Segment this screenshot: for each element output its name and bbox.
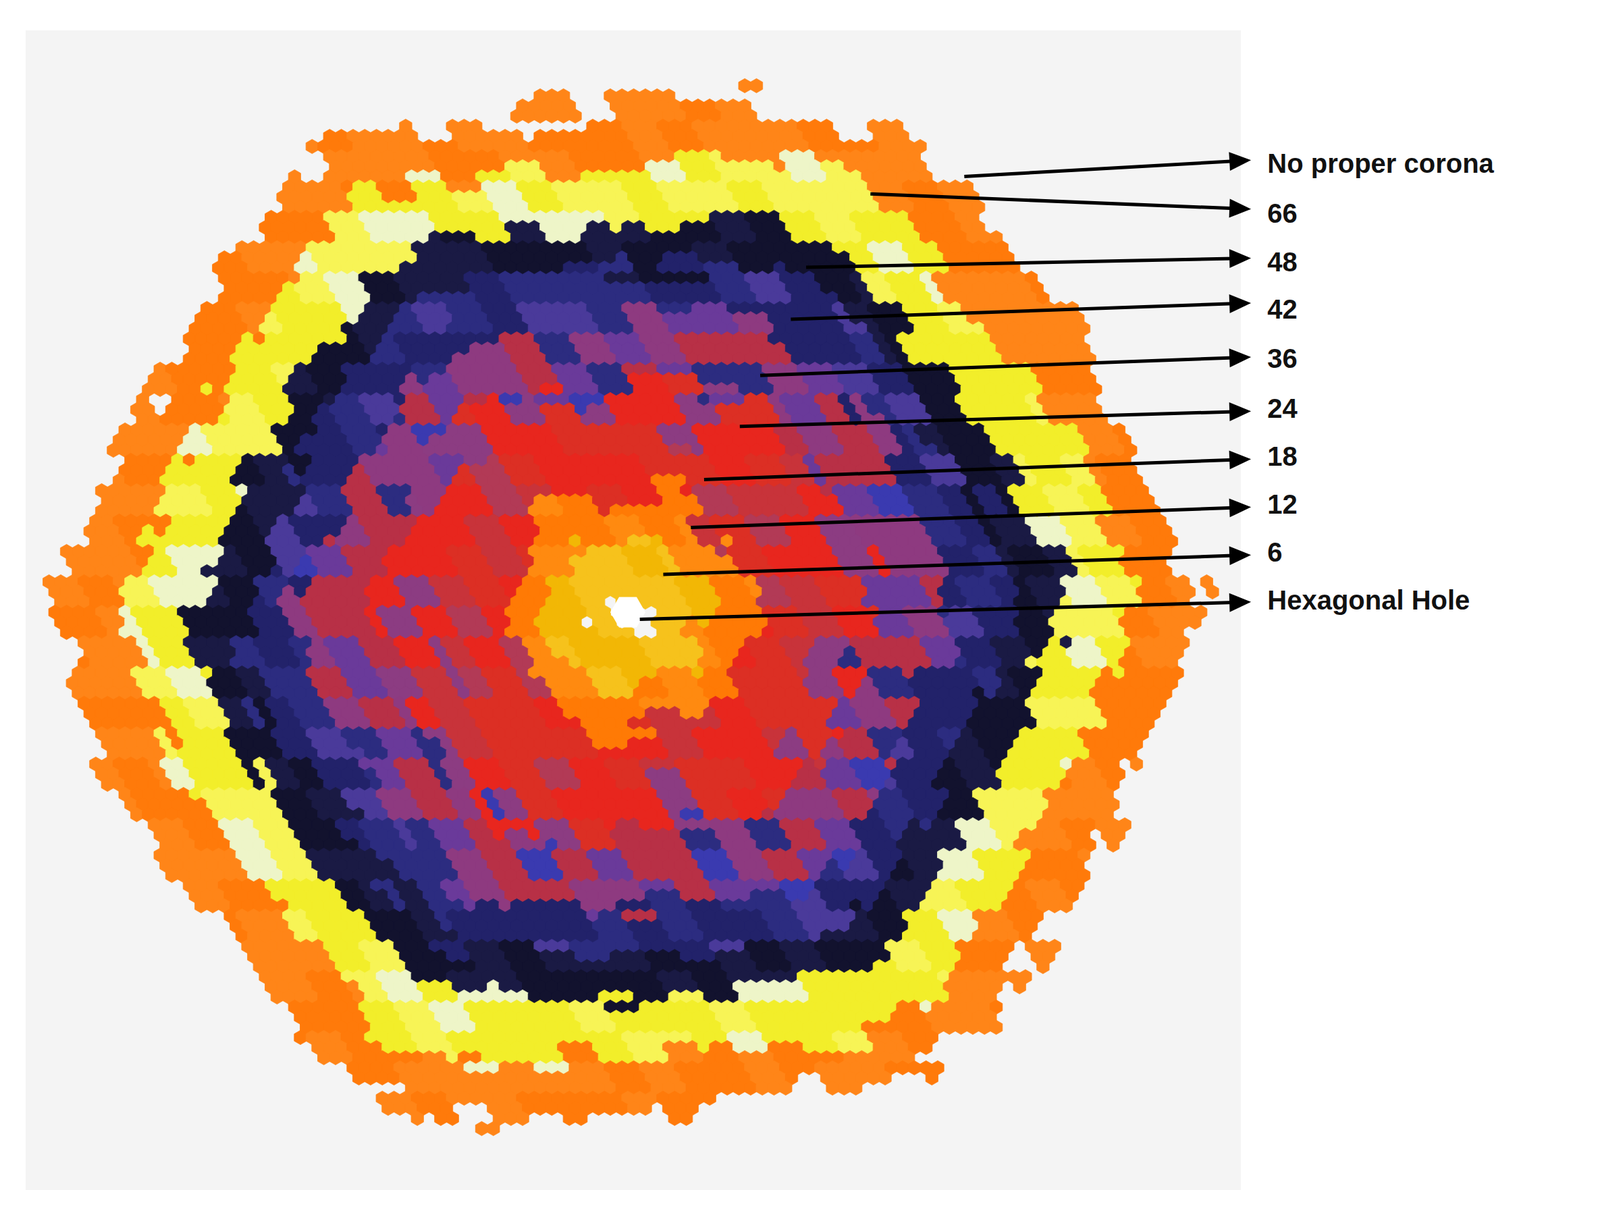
figure-stage: No proper corona664842362418126Hexagonal… — [0, 0, 1600, 1217]
